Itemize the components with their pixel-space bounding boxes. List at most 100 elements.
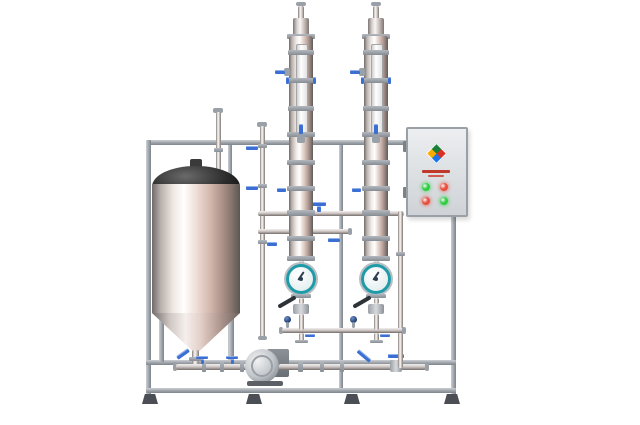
frame-right-post [451,140,456,396]
right-downcomer-clamp [396,252,405,256]
column1-clamp-bolt-right [313,77,316,84]
upper-manifold [258,211,404,216]
column1-side-fitting [284,68,290,76]
column1-drain-stub [299,333,304,341]
riser-valve-handle-2 [246,186,258,190]
tank-cone [152,313,240,351]
pump-base [247,381,283,386]
bottom-manifold-cap-right [402,327,406,334]
discharge-end-cap [425,362,429,371]
mid-manifold-cap [348,228,352,235]
column1-clamp-236 [287,236,315,241]
column1-vent-cap [296,2,306,6]
column1-center-fitting [297,134,305,143]
riser-valve-handle-3 [267,242,277,246]
ball-valve-knob-2 [350,316,357,323]
column1-butterfly-valve [293,304,309,314]
discharge-pipe [279,364,426,370]
column2-side-valve-handle [350,70,360,74]
column1-left-valve-handle [277,188,286,192]
upper-manifold-valve-stem [317,206,321,212]
column2-center-valve-handle [374,124,378,134]
feed-pipe-cap [213,108,223,113]
frame-foot-2 [246,394,262,404]
frame-foot-1 [142,394,158,404]
feed-pipe-clamp [214,148,223,152]
suction-pipe [176,364,258,370]
column2-vent-cap [371,2,381,6]
pump-volute [245,349,279,383]
column2-left-valve-handle [352,188,361,192]
column1-sight-glass [296,44,308,134]
column2-gauge-stub-bottom [374,298,379,304]
brand-logo-icon [425,142,448,165]
column2-drain-handle [380,334,390,337]
column2-clamp-tee [362,210,390,216]
discharge-fitting-2 [320,361,324,372]
column1-clamp-tee [287,210,315,216]
column1-clamp-160 [287,160,315,165]
column2-drain-stub [374,333,379,341]
suction-valve-handle-2 [226,356,238,359]
panel-hinge-bottom [403,187,407,198]
column2-top-cap [368,18,384,36]
right-downcomer [398,211,403,368]
riser-clamp-2 [258,184,267,188]
column1-sight-clamp-2 [288,78,314,83]
frame-foot-3 [344,394,360,404]
ball-valve-stem-2 [352,322,355,328]
indicator-light-3 [422,197,430,205]
discharge-fitting-1 [298,361,303,372]
frame-rear-post-mid [339,140,343,390]
tank-drain-clamp [189,357,202,361]
tank-drain-valve-handle [176,348,190,360]
tank-top-nozzle [190,159,202,168]
column1-vent [298,6,304,20]
column2-drain-clamp [370,340,383,343]
discharge-valve-handle [388,354,404,358]
mid-manifold-valve-handle [328,238,340,242]
column1-clamp-bottom [287,256,315,261]
tank-body [152,184,240,314]
bottom-manifold-cap-left [279,327,283,334]
column1-gauge-stub-bottom [299,298,304,304]
indicator-light-4 [440,197,448,205]
column2-clamp-236 [362,236,390,241]
column1-top-cap [293,18,309,36]
column2-sight-clamp-3 [363,106,389,111]
column2-butterfly-valve [368,304,384,314]
column2-sight-clamp-1 [363,50,389,55]
ball-valve-knob-1 [284,316,291,323]
column2-clamp-186 [362,186,390,191]
frame-bottom-rail-lower [146,388,456,393]
suction-fitting-3 [240,361,244,372]
frame-left-post [146,140,151,396]
brand-logo-text-line-2 [428,175,444,177]
column2-gauge-stub-top [374,261,379,265]
riser-top-cap [257,122,267,127]
column2-sight-glass [371,44,383,134]
column2-side-fitting [359,68,365,76]
panel-hinge-top [403,141,407,152]
column1-flow-gauge [286,264,316,294]
column1-drain-clamp [295,340,308,343]
column1-gauge-hub [299,277,303,281]
column2-center-fitting [372,134,380,143]
column1-side-valve-handle [275,70,285,74]
column2-vent [373,6,379,20]
riser-clamp-3 [258,240,267,244]
column1-sight-clamp-3 [288,106,314,111]
riser-bottom-cap [258,336,267,340]
column1-gauge-stub-top [299,261,304,265]
column1-center-valve-handle [299,124,303,134]
column2-sight-clamp-2 [363,78,389,83]
column2-flow-gauge [361,264,391,294]
bottom-manifold [282,328,404,333]
column1-clamp-186 [287,186,315,191]
suction-fitting-2 [220,361,224,372]
discharge-fitting-3 [340,361,344,372]
suction-valve-stem-2 [231,359,234,364]
column1-sight-clamp-1 [288,50,314,55]
column2-clamp-bottom [362,256,390,261]
feed-pipe [216,112,221,170]
